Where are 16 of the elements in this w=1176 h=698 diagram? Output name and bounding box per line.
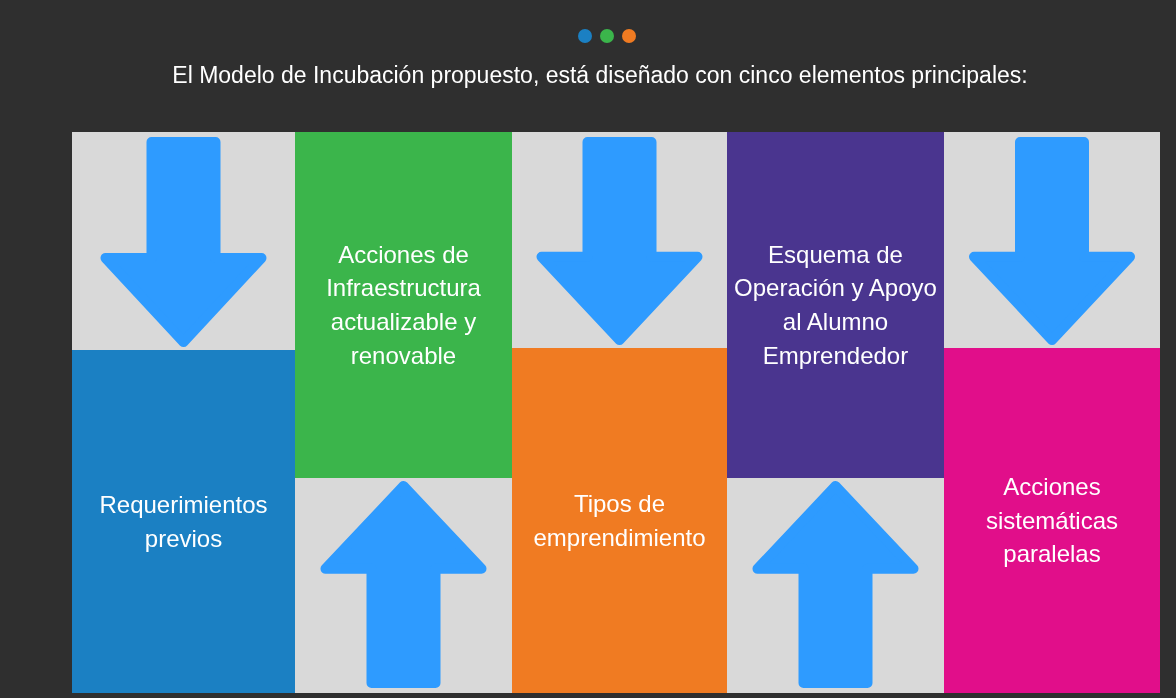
block-label: Acciones de Infraestructura actualizable y renovable xyxy=(325,239,482,371)
block-arrow xyxy=(969,137,1135,345)
color-block xyxy=(295,132,512,478)
block-label: Esquema de Operación y Apoyo al Alumno Emprendedor xyxy=(733,239,938,371)
color-block xyxy=(944,348,1160,693)
color-block xyxy=(72,350,295,693)
block-arrow xyxy=(100,137,267,347)
color-block xyxy=(512,348,727,693)
title: El Modelo de Incubación propuesto, está diseñado con cinco elementos principales: xyxy=(171,62,1029,89)
block-label: Tipos de emprendimiento xyxy=(532,488,707,553)
block-arrow xyxy=(752,481,919,688)
block-arrow xyxy=(536,137,703,345)
block-label: Acciones sistemáticas paralelas xyxy=(984,472,1119,570)
color-block xyxy=(727,132,944,478)
block-arrow xyxy=(320,481,487,688)
block-label: Requerimientos previos xyxy=(98,489,269,554)
